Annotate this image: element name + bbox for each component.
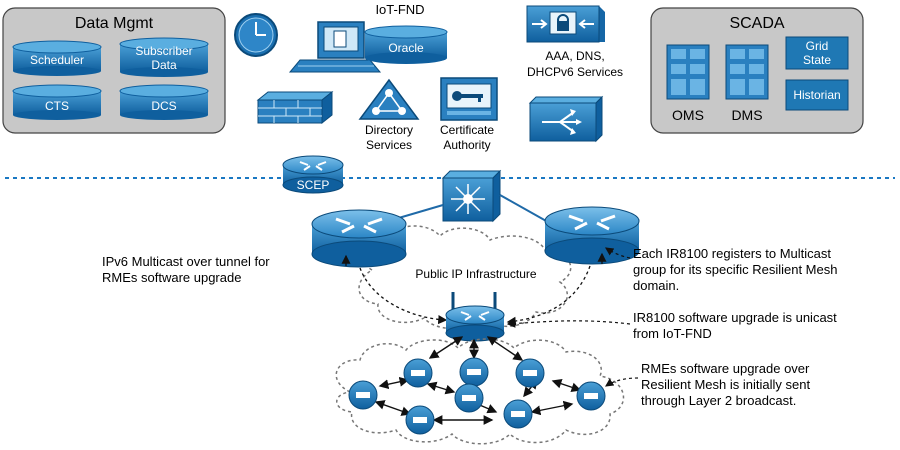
iot-fnd-title: IoT-FND (375, 2, 424, 17)
public-ip-cloud (358, 225, 572, 330)
rme-node-7 (405, 405, 435, 435)
rme-node-6 (576, 381, 606, 411)
dcs-db-icon (119, 84, 209, 120)
dms-label: DMS (731, 107, 762, 123)
data-mgmt-title: Data Mgmt (75, 15, 154, 32)
scada-panel: SCADA OMS DMS Grid State Historian (650, 7, 864, 134)
aaa-label-1: AAA, DNS, (545, 49, 604, 63)
cloud-label: Public IP Infrastructure (415, 267, 536, 281)
note-right1-line2: group for its specific Resilient Mesh (633, 262, 837, 277)
note-left-line1: IPv6 Multicast over tunnel for (102, 254, 270, 269)
core-switch-icon (441, 169, 502, 223)
left-router-icon (311, 209, 407, 268)
subscriber-label: Subscriber (135, 44, 192, 58)
note-right1-line3: domain. (633, 278, 679, 293)
note-right2-line1: IR8100 software upgrade is unicast (633, 310, 837, 325)
rme-node-4 (348, 380, 378, 410)
note-right3-line1: RMEs software upgrade over (641, 361, 810, 376)
note-right1-line1: Each IR8100 registers to Multicast (633, 246, 831, 261)
certificate-label-2: Authority (443, 138, 490, 152)
scep-label: SCEP (297, 178, 330, 192)
clock-icon (234, 13, 278, 57)
right-router-icon (544, 206, 640, 265)
right-flow-arrow (506, 265, 591, 326)
workstation-icon (288, 21, 382, 73)
rme-node-1 (403, 358, 433, 388)
note-left-line2: RMEs software upgrade (102, 270, 241, 285)
certificate-label-1: Certificate (440, 123, 494, 137)
rme-node-5 (454, 383, 484, 413)
scheduler-label: Scheduler (30, 53, 84, 67)
scada-title: SCADA (729, 15, 784, 32)
scep-router-icon (282, 155, 344, 194)
note1-pointer (605, 247, 631, 259)
historian-box (785, 79, 849, 111)
note3-pointer (605, 377, 639, 387)
scheduler-db-icon (12, 40, 102, 76)
dms-server-icon (725, 44, 769, 100)
oracle-label: Oracle (388, 41, 424, 55)
note-right2-line2: from IoT-FND (633, 326, 712, 341)
directory-services-icon (358, 78, 420, 120)
note2-pointer (506, 319, 631, 328)
rme-node-8 (503, 399, 533, 429)
switch-to-right-router (499, 194, 549, 223)
grid-state-label: State (803, 53, 831, 67)
cts-db-icon (12, 84, 102, 120)
ir8100-router-icon (445, 292, 505, 342)
subscriber-data-label: Data (151, 58, 177, 72)
directory-label-2: Services (366, 138, 412, 152)
certificate-authority-icon (440, 77, 498, 121)
rme-node-3 (515, 358, 545, 388)
note-right3-line3: through Layer 2 broadcast. (641, 393, 796, 408)
note-right3-line2: Resilient Mesh is initially sent (641, 377, 810, 392)
cts-label: CTS (45, 99, 69, 113)
resilient-mesh-cloud (335, 338, 625, 445)
grid-label: Grid (806, 39, 829, 53)
directory-label-1: Directory (365, 123, 413, 137)
dcs-label: DCS (151, 99, 176, 113)
oms-server-icon (666, 44, 710, 100)
oms-label: OMS (672, 107, 704, 123)
data-mgmt-panel: Data Mgmt Scheduler Subscriber Data CTS … (2, 7, 226, 134)
aaa-server-icon (526, 5, 605, 43)
oracle-db-icon (364, 25, 448, 64)
subscriber-data-db-icon (119, 37, 209, 77)
historian-label: Historian (793, 88, 840, 102)
firewall-icon (256, 90, 334, 125)
mesh-links (374, 336, 582, 425)
rme-node-2 (459, 357, 489, 387)
grid-state-box (785, 36, 849, 70)
aaa-label-2: DHCPv6 Services (527, 65, 623, 79)
load-balancer-icon (528, 95, 604, 143)
